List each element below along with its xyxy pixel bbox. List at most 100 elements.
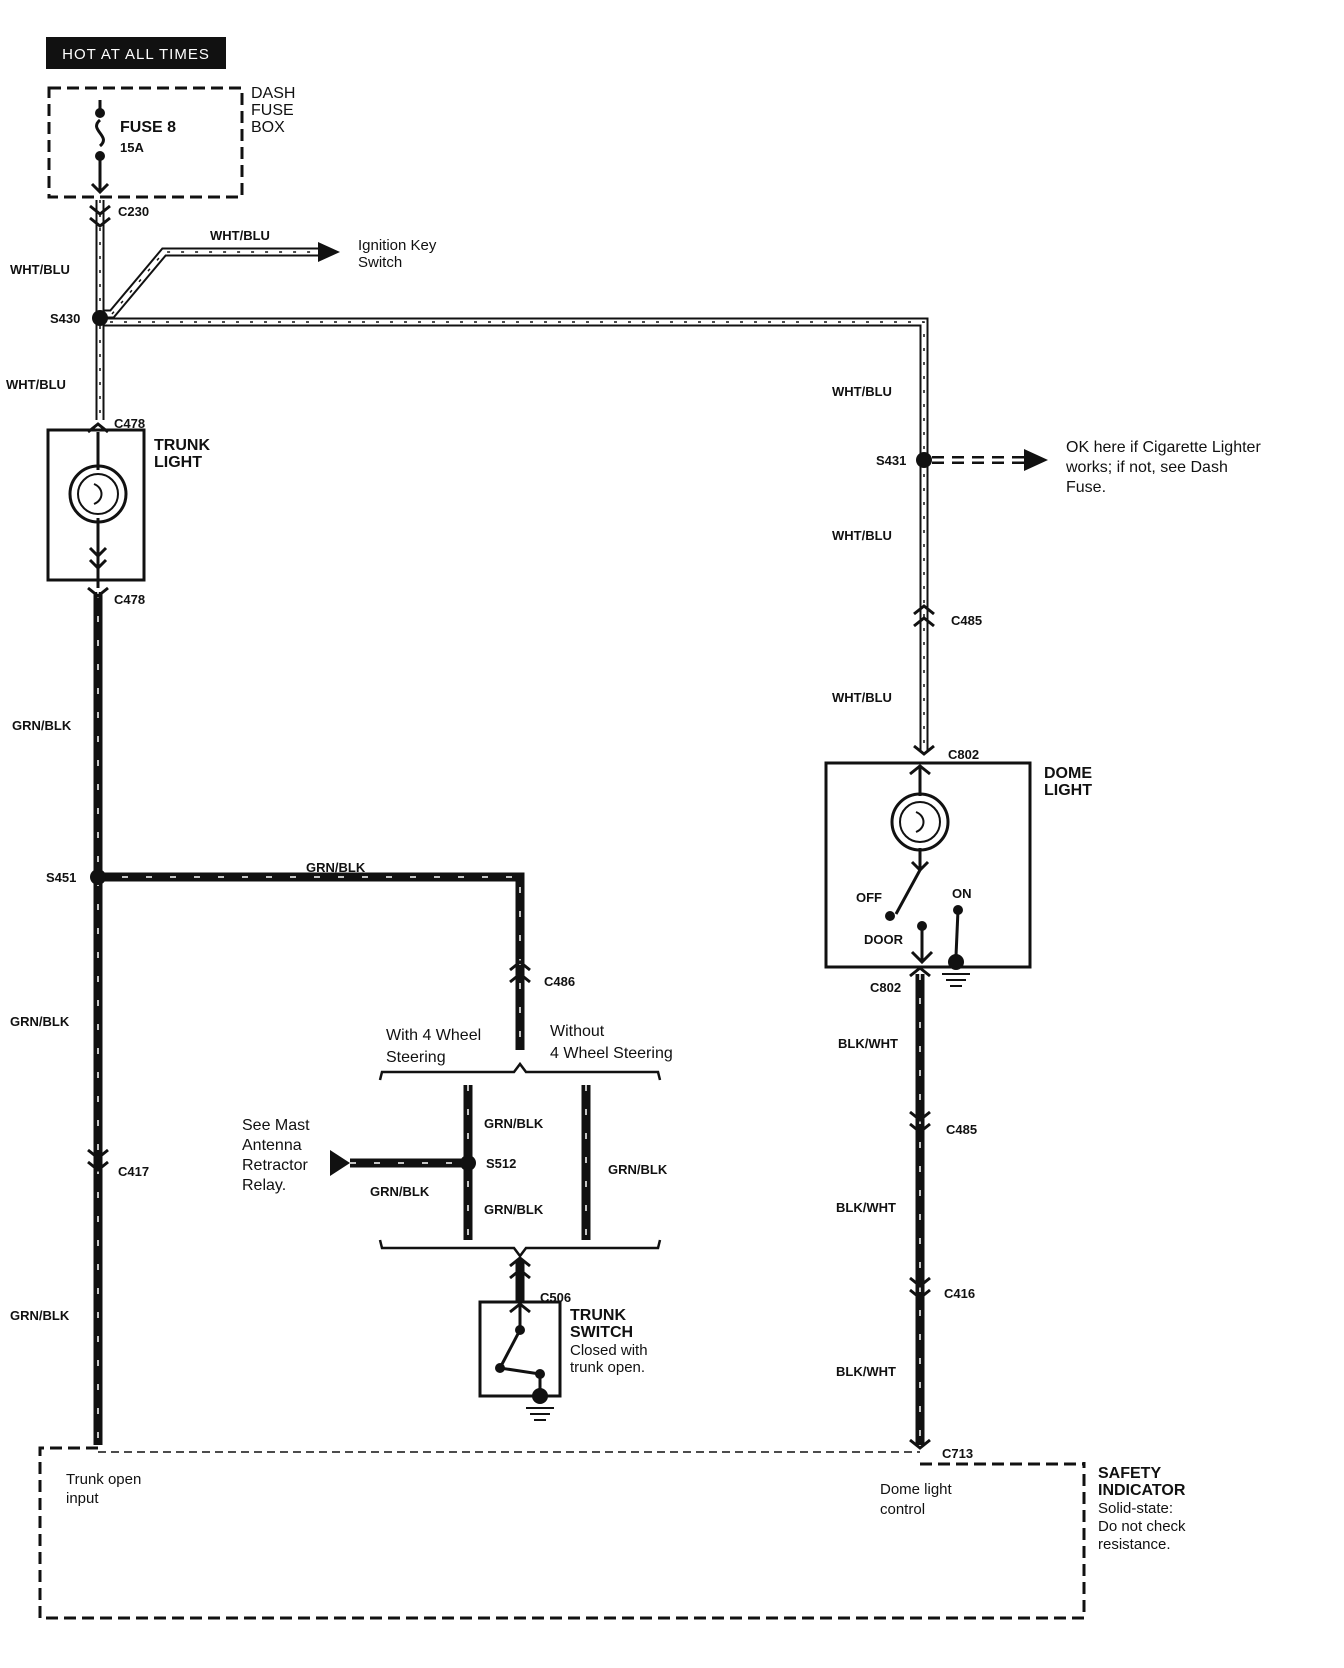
- trunk-light-title-1: TRUNK: [154, 437, 210, 454]
- mast-note-3: Retractor: [242, 1157, 308, 1174]
- wire-label-gb-3: GRN/BLK: [10, 1014, 70, 1029]
- connector-c713: C713: [942, 1446, 973, 1461]
- trunk-switch: TRUNK SWITCH Closed with trunk open.: [478, 1300, 648, 1421]
- mast-note-2: Antenna: [242, 1137, 302, 1154]
- trunk-switch-title-2: SWITCH: [570, 1324, 633, 1341]
- wire-label-bw-1: BLK/WHT: [838, 1036, 898, 1051]
- dome-switch-lever: [894, 869, 922, 915]
- wire-label-wb-1: WHT/BLU: [10, 262, 70, 277]
- safety-indicator-title-1: SAFETY: [1098, 1465, 1161, 1482]
- steering-option-braces: [378, 1061, 662, 1259]
- connector-c485-top: C485: [951, 613, 982, 628]
- dome-light-control-1: Dome light: [880, 1481, 953, 1498]
- trunk-light-title-2: LIGHT: [154, 454, 202, 471]
- ignition-note-2: Switch: [358, 254, 402, 271]
- dome-light: OFF ON DOOR DOME LIGHT: [824, 761, 1092, 987]
- dome-ground-icon: [942, 973, 970, 987]
- fuse-box-title-1: DASH: [251, 85, 295, 102]
- trunk-switch-note-2: trunk open.: [570, 1359, 645, 1376]
- trunk-switch-note-1: Closed with: [570, 1342, 648, 1359]
- safety-indicator: Trunk open input Dome light control SAFE…: [38, 1446, 1186, 1620]
- splice-s430: [92, 310, 108, 326]
- wire-label-gb-7: GRN/BLK: [608, 1162, 668, 1177]
- connector-c416: C416: [944, 1286, 975, 1301]
- mast-note-1: See Mast: [242, 1117, 310, 1134]
- hot-at-all-times-tag: HOT AT ALL TIMES: [46, 37, 226, 69]
- ignition-note-1: Ignition Key: [358, 237, 437, 254]
- safety-indicator-note-3: resistance.: [1098, 1536, 1171, 1553]
- connector-c802-top: C802: [948, 747, 979, 762]
- dome-light-control-2: control: [880, 1501, 925, 1518]
- trunk-open-input-2: input: [66, 1490, 99, 1507]
- connector-symbols: [87, 204, 935, 1450]
- connector-c802-bottom: C802: [870, 980, 901, 995]
- with-4ws-note-2: Steering: [386, 1049, 446, 1066]
- trunk-switch-contact: [497, 1304, 542, 1396]
- wire-label-wb-6: WHT/BLU: [832, 690, 892, 705]
- splice-s431-label: S431: [876, 453, 906, 468]
- splice-s512-label: S512: [486, 1156, 516, 1171]
- dome-light-title-2: LIGHT: [1044, 782, 1092, 799]
- splice-s451-label: S451: [46, 870, 76, 885]
- connector-c230: C230: [118, 204, 149, 219]
- fuse-box-title-2: FUSE: [251, 102, 294, 119]
- connector-labels: C230 C478 C478 C417 C485 C802 C802 C485 …: [114, 204, 982, 1461]
- wht-blu-wires: [95, 200, 929, 750]
- wire-label-wb-5: WHT/BLU: [832, 528, 892, 543]
- cig-note-1: OK here if Cigarette Lighter: [1066, 439, 1261, 456]
- dome-off-label: OFF: [856, 890, 882, 905]
- dome-light-title-1: DOME: [1044, 765, 1092, 782]
- wire-label-wb-2: WHT/BLU: [210, 228, 270, 243]
- splice-s430-label: S430: [50, 311, 80, 326]
- trunk-switch-ground-icon: [526, 1407, 554, 1421]
- connector-c486: C486: [544, 974, 575, 989]
- connector-c485-bottom: C485: [946, 1122, 977, 1137]
- grn-blk-wires: [93, 592, 591, 1445]
- connector-c478-bottom: C478: [114, 592, 145, 607]
- splice-s431: [916, 452, 932, 468]
- dome-on-label: ON: [952, 886, 972, 901]
- wire-label-wb-4: WHT/BLU: [832, 384, 892, 399]
- trunk-bulb-icon: [68, 464, 128, 524]
- dome-bulb-icon: [890, 792, 950, 852]
- trunk-open-input-1: Trunk open: [66, 1471, 141, 1488]
- dome-door-label: DOOR: [864, 932, 904, 947]
- with-4ws-note-1: With 4 Wheel: [386, 1027, 481, 1044]
- cig-note-3: Fuse.: [1066, 479, 1106, 496]
- fuse-box-title-3: BOX: [251, 119, 285, 136]
- wire-label-wb-3: WHT/BLU: [6, 377, 66, 392]
- trunk-light: TRUNK LIGHT: [46, 428, 210, 588]
- cig-note-2: works; if not, see Dash: [1065, 459, 1228, 476]
- cigarette-lighter-branch: [932, 449, 1048, 471]
- connector-c506: C506: [540, 1290, 571, 1305]
- mast-antenna-arrow: [330, 1150, 350, 1176]
- safety-indicator-title-2: INDICATOR: [1098, 1482, 1186, 1499]
- without-4ws-note-2: 4 Wheel Steering: [550, 1045, 673, 1062]
- fuse-name: FUSE 8: [120, 119, 176, 136]
- connector-c478-top: C478: [114, 416, 145, 431]
- splice-s512: [460, 1155, 476, 1171]
- trunk-switch-title-1: TRUNK: [570, 1307, 626, 1324]
- without-4ws-note-1: Without: [550, 1023, 605, 1040]
- wire-label-gb-1: GRN/BLK: [12, 718, 72, 733]
- safety-indicator-note-2: Do not check: [1098, 1518, 1186, 1535]
- wire-labels: WHT/BLU WHT/BLU WHT/BLU WHT/BLU WHT/BLU …: [6, 228, 898, 1379]
- mast-note-4: Relay.: [242, 1177, 286, 1194]
- safety-indicator-note-1: Solid-state:: [1098, 1500, 1173, 1517]
- annotations: Ignition Key Switch OK here if Cigarette…: [242, 237, 1261, 1194]
- splice-labels: S430 S431 S451 S512: [46, 311, 906, 1171]
- wire-label-gb-5: GRN/BLK: [484, 1116, 544, 1131]
- wire-label-bw-2: BLK/WHT: [836, 1200, 896, 1215]
- hot-at-all-times-label: HOT AT ALL TIMES: [62, 46, 210, 63]
- ignition-arrow: [318, 242, 340, 262]
- wire-label-gb-8: GRN/BLK: [370, 1184, 430, 1199]
- connector-c417: C417: [118, 1164, 149, 1179]
- wire-label-gb-2: GRN/BLK: [306, 860, 366, 875]
- wire-label-gb-4: GRN/BLK: [10, 1308, 70, 1323]
- splice-s451: [90, 869, 106, 885]
- wire-label-gb-6: GRN/BLK: [484, 1202, 544, 1217]
- fuse-rating: 15A: [120, 140, 144, 155]
- wire-label-bw-3: BLK/WHT: [836, 1364, 896, 1379]
- dash-fuse-box: FUSE 8 15A DASH FUSE BOX: [47, 85, 295, 199]
